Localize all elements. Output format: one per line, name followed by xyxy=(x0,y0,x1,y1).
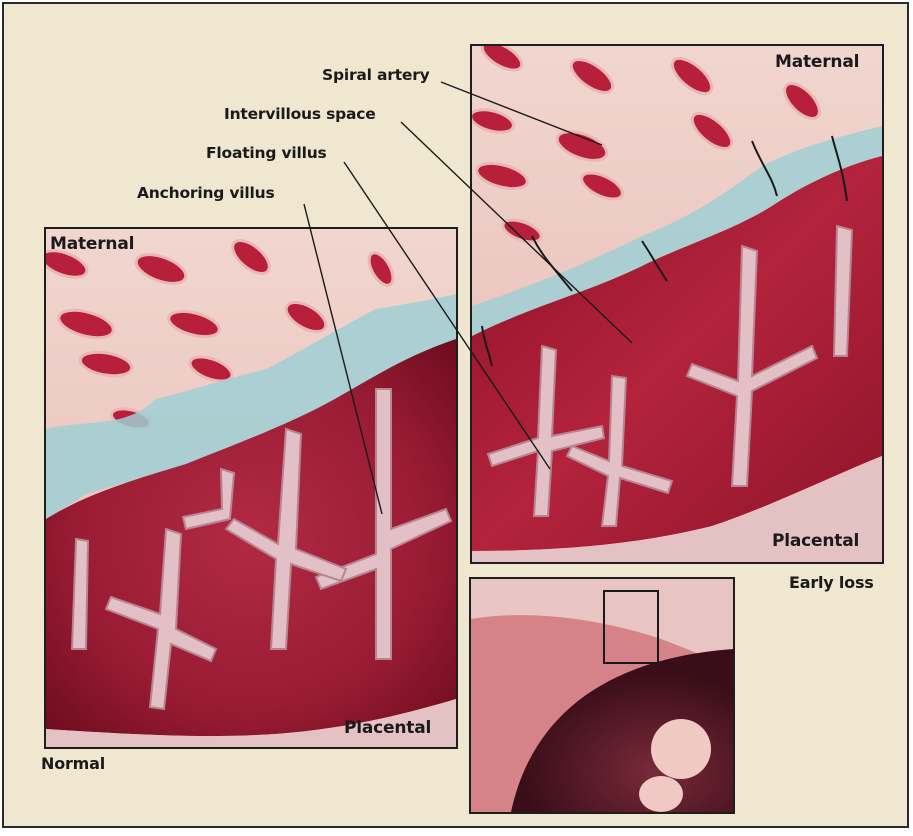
early-loss-caption: Early loss xyxy=(789,573,874,592)
early-loss-placenta-illustration xyxy=(472,46,882,562)
anchoring-villus-label: Anchoring villus xyxy=(137,184,275,202)
spiral-artery-label: Spiral artery xyxy=(322,66,430,84)
early-loss-placenta-panel xyxy=(470,44,884,564)
embryo-inset-illustration xyxy=(471,579,733,812)
normal-placenta-panel xyxy=(44,227,458,749)
early-loss-maternal-label: Maternal xyxy=(775,52,859,72)
normal-caption: Normal xyxy=(41,754,105,773)
normal-maternal-label: Maternal xyxy=(50,234,134,254)
floating-villus-label: Floating villus xyxy=(206,144,327,162)
normal-placenta-illustration xyxy=(46,229,456,747)
intervillous-space-label: Intervillous space xyxy=(224,105,376,123)
early-loss-placental-label: Placental xyxy=(772,531,859,551)
embryo-inset-panel xyxy=(469,577,735,814)
normal-placental-label: Placental xyxy=(344,718,431,738)
